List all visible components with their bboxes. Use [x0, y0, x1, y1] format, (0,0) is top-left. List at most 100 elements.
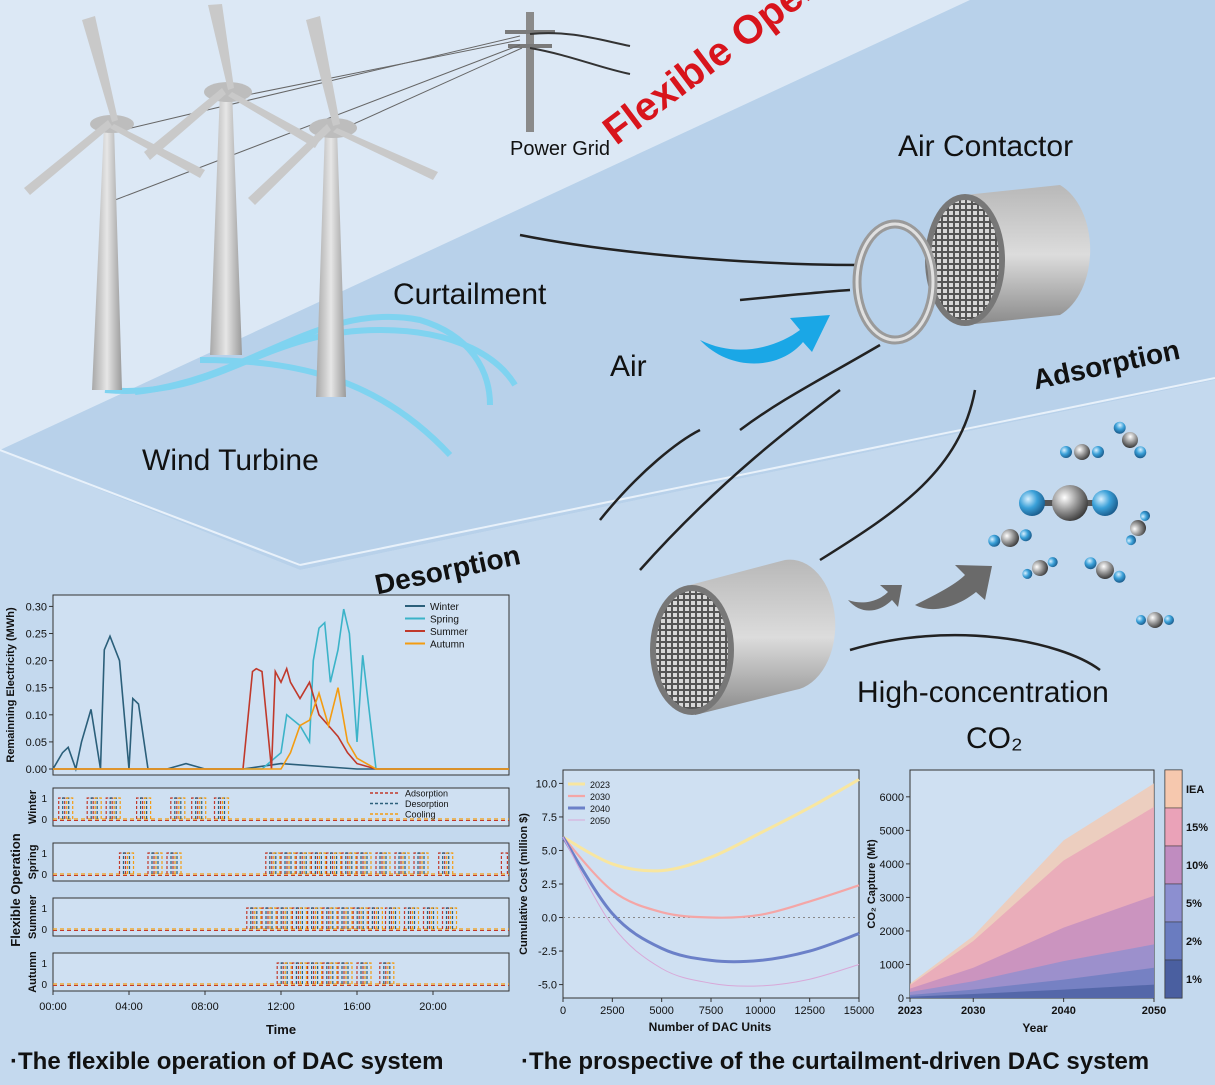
y-tick-label: 1	[41, 904, 47, 915]
pulse-spring	[126, 852, 135, 874]
area-1%	[910, 984, 1154, 998]
pulse-summer	[280, 907, 288, 929]
y-tick-label: 2000	[880, 926, 904, 938]
pulse-spring	[375, 852, 383, 874]
desorption-unit-icon	[650, 559, 836, 715]
pulse-autumn	[276, 962, 284, 984]
y-tick-label: 0	[41, 870, 47, 881]
pulse-autumn	[337, 962, 345, 984]
pulse-spring	[155, 852, 163, 874]
pulse-winter	[86, 797, 94, 819]
pulse-summer	[330, 907, 338, 929]
pulse-winter	[105, 797, 113, 819]
pulse-spring	[166, 852, 174, 874]
y-tick-label: 10.0	[536, 778, 557, 790]
pulse-summer	[411, 907, 420, 929]
y-axis-label: Cumulative Cost (million $)	[518, 813, 530, 955]
y-tick-label: 0.00	[26, 764, 47, 776]
pulse-spring	[326, 852, 334, 874]
pulse-spring	[349, 852, 357, 874]
pulse-winter	[109, 797, 117, 819]
x-tick-label: 5000	[649, 1005, 673, 1017]
pulse-autumn	[311, 962, 319, 984]
y-tick-label: 0	[41, 815, 47, 826]
colorbar-label: 5%	[1186, 898, 1202, 910]
legend-label: 2050	[590, 816, 610, 826]
pulse-winter	[174, 797, 182, 819]
pulse-summer	[284, 907, 292, 929]
pulse-spring	[379, 852, 387, 874]
colorbar-segment	[1164, 921, 1183, 961]
colorbar-label: 1%	[1186, 974, 1202, 986]
power-grid-label: Power Grid	[510, 138, 611, 160]
pulse-winter	[170, 797, 178, 819]
y-tick-label: 4000	[880, 859, 904, 871]
pulse-spring	[341, 852, 349, 874]
y-axis-label: Flexible Operation	[8, 833, 23, 946]
pulse-summer	[269, 907, 277, 929]
x-tick-label: 12500	[794, 1005, 825, 1017]
y-tick-label: 1	[41, 849, 47, 860]
wind-turbine-icon	[144, 4, 320, 355]
pulse-summer	[341, 907, 349, 929]
pulse-spring	[269, 852, 277, 874]
pulse-summer	[276, 907, 284, 929]
y-tick-label: 0.0	[542, 913, 557, 925]
pulse-spring	[446, 852, 454, 874]
pulse-summer	[261, 907, 269, 929]
pulse-summer	[449, 907, 458, 929]
pulse-summer	[388, 907, 397, 929]
co2-molecules-icon	[988, 421, 1174, 628]
pulse-summer	[315, 907, 323, 929]
pulse-spring	[151, 852, 159, 874]
pulse-summer	[441, 907, 450, 929]
x-tick-label: 04:00	[115, 1001, 143, 1013]
y-tick-label: 1	[41, 794, 47, 805]
pulse-summer	[352, 907, 360, 929]
x-tick-label: 12:00	[267, 1001, 295, 1013]
y-tick-label: 5000	[880, 825, 904, 837]
pulse-winter	[58, 797, 66, 819]
x-tick-label: 2500	[600, 1005, 624, 1017]
pulse-winter	[199, 797, 207, 819]
pulse-spring	[273, 852, 281, 874]
wind-turbine-icon	[248, 16, 438, 397]
pulse-spring	[345, 852, 353, 874]
pulse-summer	[254, 907, 262, 929]
transmission-lines	[109, 35, 523, 201]
pulse-winter	[113, 797, 121, 819]
colorbar-label: 15%	[1186, 822, 1208, 834]
air-label: Air	[610, 350, 647, 383]
colorbar-segment	[1164, 845, 1183, 885]
pulse-summer	[299, 907, 307, 929]
output-arrows-icon	[848, 565, 992, 611]
winter-schedule-frame	[52, 787, 510, 827]
pulse-summer	[326, 907, 334, 929]
pulse-autumn	[295, 962, 303, 984]
legend-label: Desorption	[405, 799, 449, 809]
panel-label-winter: Winter	[27, 789, 39, 824]
pulse-summer	[356, 907, 364, 929]
curtailment-label: Curtailment	[393, 278, 547, 311]
x-tick-label: 7500	[699, 1005, 723, 1017]
panel-label-spring: Spring	[27, 845, 39, 880]
colorbar-segment	[1164, 807, 1183, 847]
pulse-summer	[407, 907, 416, 929]
pulse-summer	[250, 907, 258, 929]
x-tick-label: 2050	[1142, 1005, 1166, 1017]
pulse-spring	[295, 852, 303, 874]
pulse-autumn	[360, 962, 368, 984]
x-axis-label: Year	[1022, 1021, 1048, 1035]
legend-label: Summer	[430, 627, 468, 638]
pulse-summer	[371, 907, 379, 929]
pulse-summer	[367, 907, 375, 929]
x-tick-label: 16:00	[343, 1001, 371, 1013]
pulse-spring	[413, 852, 421, 874]
pulse-winter	[62, 797, 70, 819]
x-tick-label: 2030	[961, 1005, 985, 1017]
pulse-winter	[140, 797, 148, 819]
x-tick-label: 2040	[1051, 1005, 1075, 1017]
y-tick-label: 6000	[880, 792, 904, 804]
pulse-winter	[195, 797, 203, 819]
